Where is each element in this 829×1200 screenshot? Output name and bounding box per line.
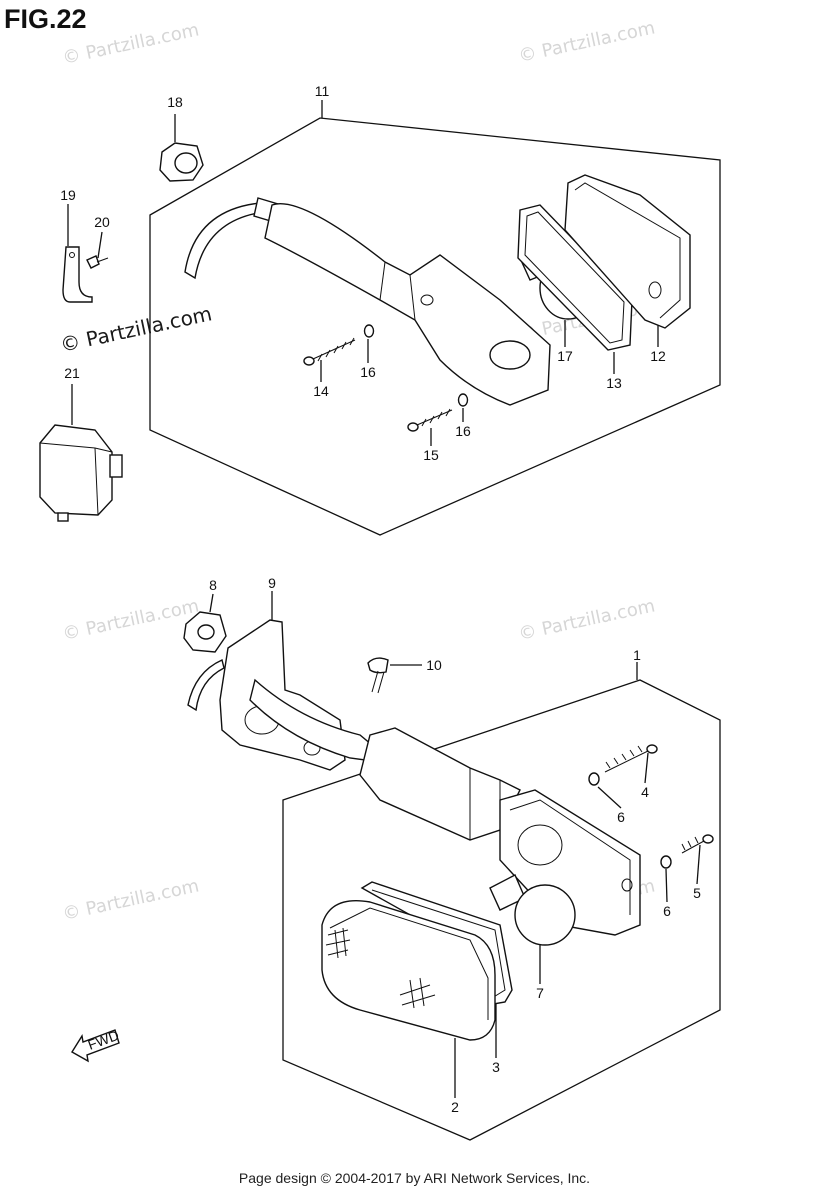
- callout-label: 11: [315, 83, 330, 99]
- watermark-text: © Partzilla.com: [517, 595, 657, 644]
- part-1-front-turn-signal-housing: [249, 678, 641, 936]
- part-10-screw: [367, 657, 389, 694]
- part-6-washer: [660, 855, 672, 869]
- watermark-layer: © Partzilla.com © Partzilla.com © Partzi…: [58, 17, 657, 924]
- callout-label: 5: [693, 885, 701, 901]
- figure-title: FIG.22: [4, 4, 87, 34]
- part-6-washer: [588, 772, 600, 786]
- part-16-washer: [457, 393, 469, 407]
- part-12-lens: [564, 174, 691, 329]
- page-footer-copyright: Page design © 2004-2017 by ARI Network S…: [238, 1170, 591, 1186]
- callout-label: 20: [94, 214, 110, 230]
- callout-leader-lines: [67, 100, 701, 1098]
- assembly-outline-front-turn-signal: [282, 679, 721, 1141]
- callout-label: 4: [641, 784, 649, 800]
- callout-label: 18: [167, 94, 183, 110]
- part-19-clamp-bracket: [62, 246, 93, 303]
- watermark-text: © Partzilla.com: [517, 17, 657, 66]
- part-8-nut: [183, 611, 227, 653]
- callout-label: 1: [633, 647, 641, 663]
- callout-label: 3: [492, 1059, 500, 1075]
- callout-label: 10: [426, 657, 442, 673]
- callout-label: 17: [557, 348, 573, 364]
- callout-label: 15: [423, 447, 439, 463]
- callout-label: 16: [455, 423, 471, 439]
- callout-label: 6: [663, 903, 671, 919]
- fwd-arrow-icon: FWD: [71, 1027, 121, 1063]
- callout-label: 2: [451, 1099, 459, 1115]
- assembly-outline-rear-turn-signal: [149, 117, 721, 536]
- watermark-text: © Partzilla.com: [61, 19, 201, 68]
- callout-label: 7: [536, 985, 544, 1001]
- part-4-screw: [604, 744, 658, 773]
- callout-label: 9: [268, 575, 276, 591]
- part-14-screw: [303, 337, 356, 366]
- part-15-screw: [407, 408, 453, 432]
- part-7-bulb: [489, 874, 576, 946]
- callout-label: 12: [650, 348, 666, 364]
- callout-label: 14: [313, 383, 329, 399]
- watermark-text-prominent: © Partzilla.com: [58, 301, 214, 357]
- part-21-relay: [39, 424, 123, 522]
- part-13-gasket: [517, 204, 633, 351]
- watermark-text: © Partzilla.com: [61, 875, 201, 924]
- part-18-grommet: [159, 142, 204, 182]
- watermark-text: © Partzilla.com: [61, 595, 201, 644]
- callout-label: 6: [617, 809, 625, 825]
- part-16-washer: [363, 324, 375, 338]
- part-2-lens: [321, 900, 496, 1041]
- callout-labels: 1 2 3 4 5 6 6 7 8 9 10 11 12 13 14 15 16…: [60, 83, 701, 1115]
- callout-label: 8: [209, 577, 217, 593]
- part-5-screw: [681, 834, 714, 854]
- callout-label: 19: [60, 187, 76, 203]
- callout-label: 16: [360, 364, 376, 380]
- part-11-rear-turn-signal-housing: [184, 197, 551, 406]
- part-20-screw: [86, 255, 109, 269]
- callout-label: 21: [64, 365, 80, 381]
- callout-label: 13: [606, 375, 622, 391]
